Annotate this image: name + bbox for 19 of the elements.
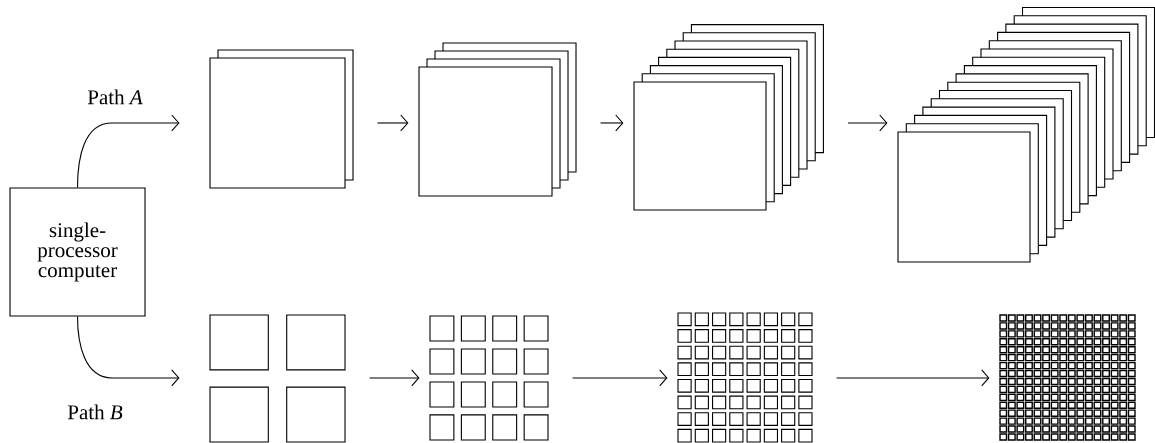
arrow: [836, 369, 990, 387]
arrow: [76, 315, 180, 387]
edge-label: Path B: [66, 403, 124, 421]
arrow: [369, 369, 420, 387]
square-grid: [999, 314, 1136, 441]
arrow: [572, 369, 668, 387]
arrow: [847, 114, 888, 132]
arrow: [600, 114, 624, 132]
arrow: [76, 114, 180, 188]
square-stack: [418, 42, 577, 197]
edge-label: Path A: [86, 88, 144, 106]
square-stack: [209, 49, 354, 189]
square-grid: [677, 312, 813, 443]
arrow: [377, 114, 409, 132]
square-grid: [209, 314, 346, 443]
square-stack: [633, 24, 824, 211]
square-stack: [897, 6, 1155, 263]
square-grid: [429, 315, 549, 441]
computer-box: single-processor computer: [9, 187, 146, 317]
